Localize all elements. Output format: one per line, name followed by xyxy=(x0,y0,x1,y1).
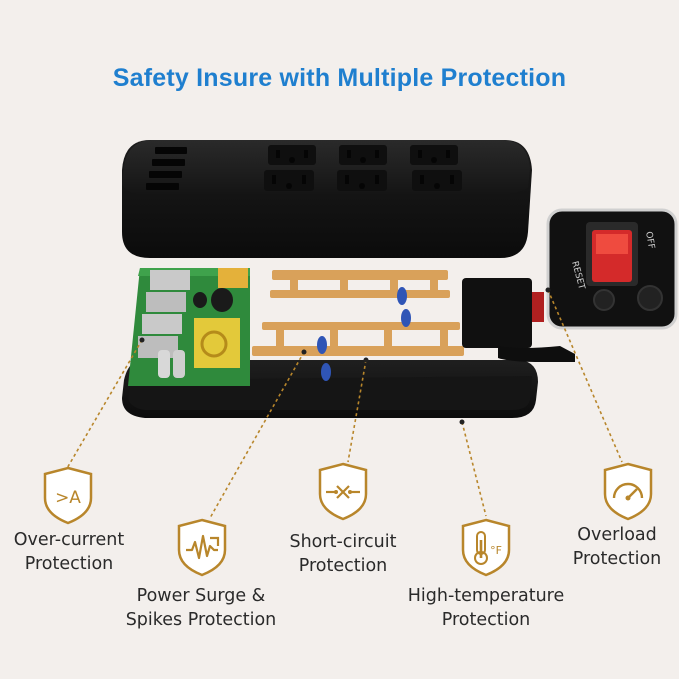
circuit-board xyxy=(128,268,250,386)
feature-over-current: Over-current Protection xyxy=(0,528,138,576)
thermometer-icon-text: °F xyxy=(490,544,502,557)
feature-label-line: Overload xyxy=(577,525,657,545)
feature-label-line: Protection xyxy=(24,554,114,574)
feature-label-line: Power Surge & xyxy=(136,586,266,606)
leader-lines xyxy=(65,289,623,519)
feature-short-circuit: Short-circuit Protection xyxy=(262,530,424,578)
ac-outlets xyxy=(264,145,462,191)
surge-wave-icon xyxy=(177,518,227,577)
thermometer-icon: °F xyxy=(461,518,511,577)
switch-module xyxy=(462,278,575,362)
off-label: OFF xyxy=(643,231,656,250)
feature-overload: Overload Protection xyxy=(560,523,674,571)
leader-dots xyxy=(139,287,551,425)
over-current-icon-text: >A xyxy=(55,488,81,508)
feature-power-surge: Power Surge & Spikes Protection xyxy=(108,584,294,632)
feature-label-line: Protection xyxy=(572,549,662,569)
usb-ports xyxy=(146,147,187,190)
feature-label-line: Spikes Protection xyxy=(125,610,277,630)
feature-high-temperature: High-temperature Protection xyxy=(392,584,580,632)
feature-label-line: Protection xyxy=(441,610,531,630)
over-current-icon: >A xyxy=(43,466,93,525)
gauge-icon xyxy=(603,462,653,521)
top-cover xyxy=(122,140,532,258)
headline: Safety Insure with Multiple Protection xyxy=(112,64,567,92)
feature-label-line: Short-circuit xyxy=(289,532,397,552)
short-circuit-icon xyxy=(318,462,368,521)
feature-label-line: High-temperature xyxy=(407,586,565,606)
feature-label-line: Protection xyxy=(298,556,388,576)
switch-inset: RESET OFF xyxy=(546,208,678,330)
feature-label-line: Over-current xyxy=(13,530,125,550)
copper-busbars xyxy=(252,270,464,356)
surge-components xyxy=(317,287,411,381)
